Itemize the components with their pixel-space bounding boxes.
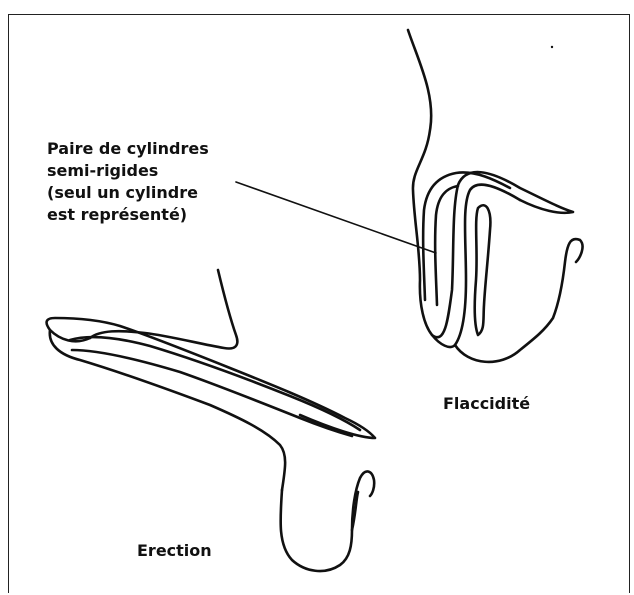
cylinders-label-line-4: est représenté): [47, 204, 209, 226]
cylinders-label-line-2: semi-rigides: [47, 160, 209, 182]
erection-label: Erection: [137, 540, 212, 562]
cylinders-label-line-1: Paire de cylindres: [47, 138, 209, 160]
cylinders-label: Paire de cylindres semi-rigides (seul un…: [47, 138, 209, 226]
flaccid-anatomy: [408, 30, 583, 362]
leader-line: [236, 182, 436, 253]
flaccidity-label: Flaccidité: [443, 393, 530, 415]
cylinders-label-line-3: (seul un cylindre: [47, 182, 209, 204]
erect-anatomy: [47, 270, 375, 571]
speck: [551, 46, 553, 48]
